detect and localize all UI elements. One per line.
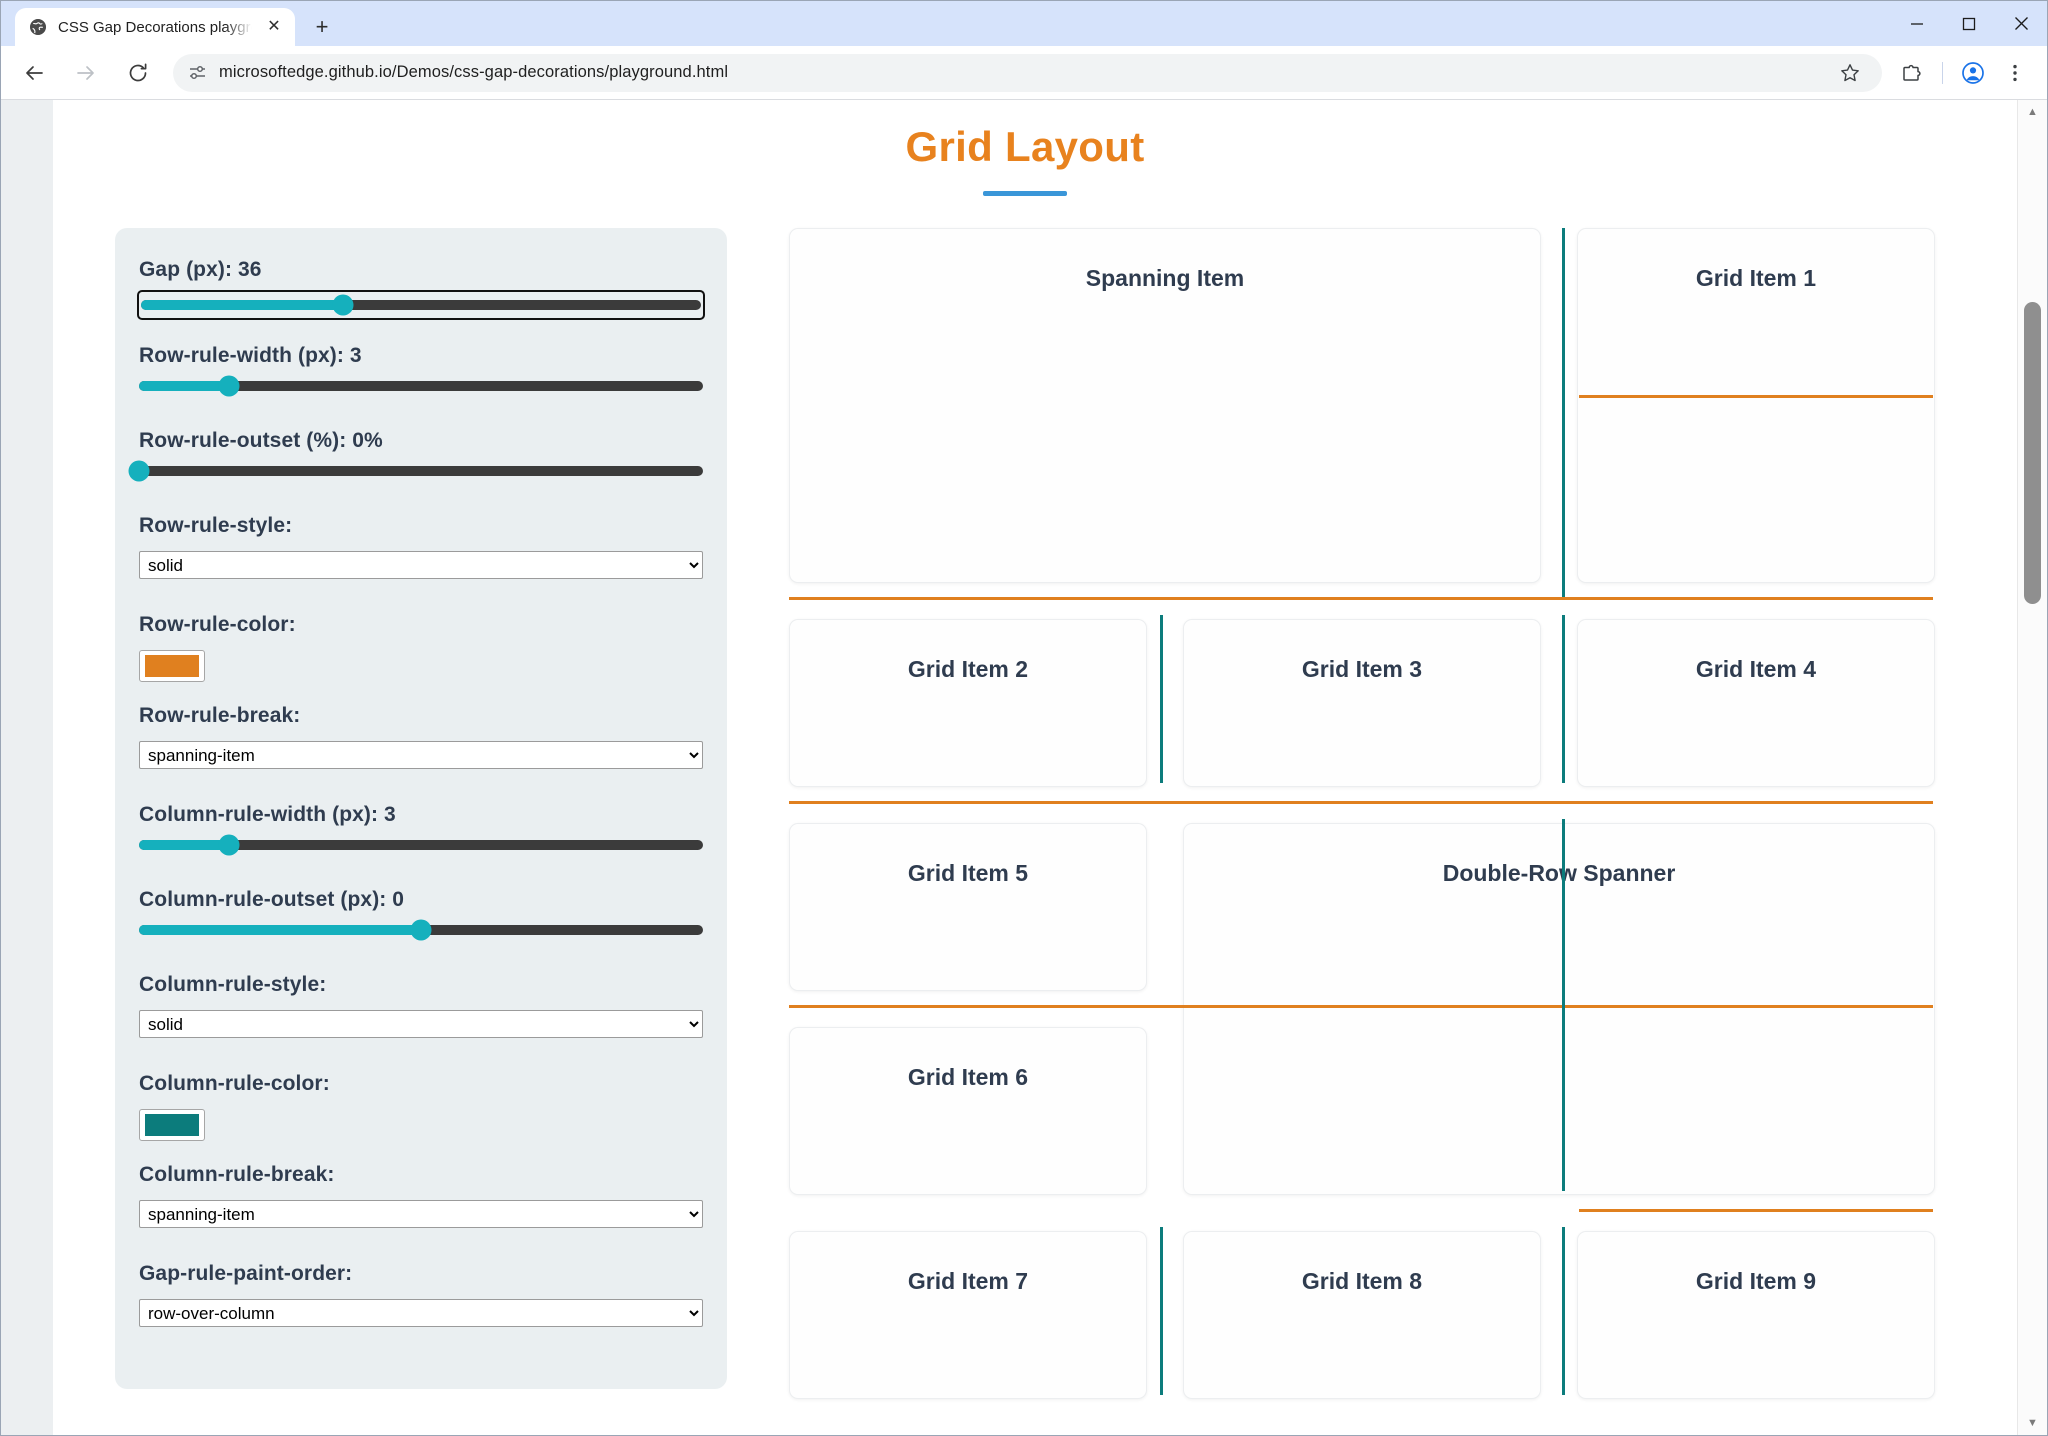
- slider-row-rule-width[interactable]: [139, 375, 703, 403]
- scroll-up-icon[interactable]: ▲: [2027, 106, 2038, 118]
- control-gap-rule-paint-order: Gap-rule-paint-order: row-over-columncolu…: [139, 1262, 703, 1355]
- tab-strip: CSS Gap Decorations playground ✕ +: [1, 1, 2047, 46]
- three-dot-menu-icon[interactable]: [1995, 53, 2035, 93]
- color-swatch-row-rule-color[interactable]: [139, 650, 205, 682]
- control-label-column-rule-break: Column-rule-break:: [139, 1163, 335, 1186]
- slider-fill-row-rule-width: [139, 381, 230, 391]
- slider-thumb-gap[interactable]: [332, 294, 354, 316]
- slider-row-rule-outset[interactable]: [128, 460, 703, 488]
- scrollbar-thumb[interactable]: [2024, 302, 2041, 604]
- slider-track-column-rule-outset[interactable]: [139, 919, 703, 941]
- maximize-icon[interactable]: [1943, 1, 1995, 46]
- select-column-rule-style[interactable]: nonesoliddasheddotteddoublegrooveridgein…: [139, 1010, 703, 1038]
- control-column-rule-color: Column-rule-color:: [139, 1072, 703, 1141]
- grid-item: Grid Item 9: [1577, 1231, 1935, 1399]
- slider-track-row-rule-width[interactable]: [139, 375, 703, 397]
- control-column-rule-outset: Column-rule-outset (px): 0: [139, 888, 703, 947]
- grid-item: Grid Item 6: [789, 1027, 1147, 1195]
- page-body: Grid Layout Gap (px): 36 Row-rule-width (…: [1, 100, 2017, 1435]
- grid-item: Grid Item 5: [789, 823, 1147, 991]
- slider-fill-gap: [141, 300, 343, 310]
- title-underline: [983, 191, 1067, 196]
- control-label-row-rule-style: Row-rule-style:: [139, 514, 293, 537]
- control-label-gap: Gap (px): 36: [139, 258, 262, 281]
- color-swatch-fill-column-rule-color: [145, 1114, 199, 1136]
- address-bar[interactable]: microsoftedge.github.io/Demos/css-gap-de…: [173, 53, 1882, 92]
- control-label-gap-rule-paint-order: Gap-rule-paint-order:: [139, 1262, 353, 1285]
- color-swatch-column-rule-color[interactable]: [139, 1109, 205, 1141]
- page-title: Grid Layout: [905, 123, 1145, 170]
- slider-thumb-column-rule-outset[interactable]: [410, 919, 432, 941]
- select-row-rule-style[interactable]: nonesoliddasheddotteddoublegrooveridgein…: [139, 551, 703, 579]
- control-row-rule-style: Row-rule-style: nonesoliddasheddotteddoub…: [139, 514, 703, 607]
- select-gap-rule-paint-order[interactable]: row-over-columncolumn-over-row: [139, 1299, 703, 1327]
- grid-item: Grid Item 3: [1183, 619, 1541, 787]
- grid-item: Grid Item 2: [789, 619, 1147, 787]
- grid-item: Spanning Item: [789, 228, 1541, 583]
- puzzle-icon[interactable]: [1892, 53, 1932, 93]
- back-icon[interactable]: [14, 53, 54, 93]
- control-row-rule-color: Row-rule-color:: [139, 613, 703, 682]
- browser-tab[interactable]: CSS Gap Decorations playground ✕: [15, 8, 295, 46]
- control-row-rule-break: Row-rule-break: nonespanning-itemintersec…: [139, 704, 703, 797]
- page-canvas: Grid Layout Gap (px): 36 Row-rule-width (…: [53, 100, 2017, 1435]
- slider-track-column-rule-width[interactable]: [139, 834, 703, 856]
- control-label-column-rule-width: Column-rule-width (px): 3: [139, 803, 396, 826]
- control-label-column-rule-outset: Column-rule-outset (px): 0: [139, 888, 405, 911]
- slider-track-row-rule-outset[interactable]: [128, 460, 703, 482]
- grid-item: Double-Row Spanner: [1183, 823, 1935, 1195]
- control-label-row-rule-width: Row-rule-width (px): 3: [139, 344, 362, 367]
- new-tab-button[interactable]: +: [315, 14, 329, 39]
- main-layout: Gap (px): 36 Row-rule-width (px): 3 Row-ru…: [53, 196, 1997, 1399]
- browser-toolbar: microsoftedge.github.io/Demos/css-gap-de…: [1, 46, 2047, 99]
- slider-thumb-column-rule-width[interactable]: [218, 834, 240, 856]
- slider-gap[interactable]: [137, 290, 705, 320]
- control-label-row-rule-color: Row-rule-color:: [139, 613, 296, 636]
- slider-thumb-row-rule-outset[interactable]: [128, 460, 150, 482]
- grid-item: Grid Item 4: [1577, 619, 1935, 787]
- grid-item: Grid Item 8: [1183, 1231, 1541, 1399]
- page-viewport: Grid Layout Gap (px): 36 Row-rule-width (…: [1, 99, 2047, 1435]
- globe-icon: [29, 18, 47, 36]
- control-column-rule-width: Column-rule-width (px): 3: [139, 803, 703, 862]
- control-column-rule-break: Column-rule-break: nonespanning-iteminter…: [139, 1163, 703, 1256]
- slider-fill-column-rule-width: [139, 840, 230, 850]
- star-icon[interactable]: [1832, 55, 1868, 91]
- controls-panel: Gap (px): 36 Row-rule-width (px): 3 Row-ru…: [115, 228, 727, 1389]
- account-circle-icon[interactable]: [1953, 53, 1993, 93]
- grid-item: Grid Item 7: [789, 1231, 1147, 1399]
- color-swatch-fill-row-rule-color: [145, 655, 199, 677]
- url-text: microsoftedge.github.io/Demos/css-gap-de…: [219, 63, 729, 81]
- reload-icon[interactable]: [118, 53, 158, 93]
- control-row-rule-outset: Row-rule-outset (%): 0%: [128, 429, 703, 488]
- select-column-rule-break[interactable]: nonespanning-itemintersection: [139, 1200, 703, 1228]
- vertical-scrollbar[interactable]: ▲ ▼: [2017, 100, 2047, 1435]
- scroll-down-icon[interactable]: ▼: [2027, 1417, 2038, 1429]
- control-gap: Gap (px): 36: [137, 258, 705, 320]
- slider-thumb-row-rule-width[interactable]: [218, 375, 240, 397]
- close-icon[interactable]: ✕: [267, 18, 281, 35]
- grid-item: Grid Item 1: [1577, 228, 1935, 583]
- control-row-rule-width: Row-rule-width (px): 3: [139, 344, 703, 403]
- slider-column-rule-outset[interactable]: [139, 919, 703, 947]
- slider-fill-column-rule-outset: [139, 925, 421, 935]
- slider-track-gap[interactable]: [141, 294, 701, 316]
- control-label-row-rule-outset: Row-rule-outset (%): 0%: [139, 429, 383, 452]
- slider-column-rule-width[interactable]: [139, 834, 703, 862]
- window-controls: [1891, 1, 2047, 46]
- control-label-row-rule-break: Row-rule-break:: [139, 704, 301, 727]
- control-label-column-rule-style: Column-rule-style:: [139, 973, 327, 996]
- minimize-icon[interactable]: [1891, 1, 1943, 46]
- control-column-rule-style: Column-rule-style: nonesoliddasheddottedd…: [139, 973, 703, 1066]
- tune-icon[interactable]: [187, 63, 207, 83]
- toolbar-divider: [1942, 61, 1943, 84]
- page-content: Grid Layout Gap (px): 36 Row-rule-width (…: [53, 100, 1997, 1399]
- window-close-icon[interactable]: [1995, 1, 2047, 46]
- tab-title: CSS Gap Decorations playground: [58, 18, 252, 36]
- forward-icon[interactable]: [66, 53, 106, 93]
- control-label-column-rule-color: Column-rule-color:: [139, 1072, 330, 1095]
- select-row-rule-break[interactable]: nonespanning-itemintersection: [139, 741, 703, 769]
